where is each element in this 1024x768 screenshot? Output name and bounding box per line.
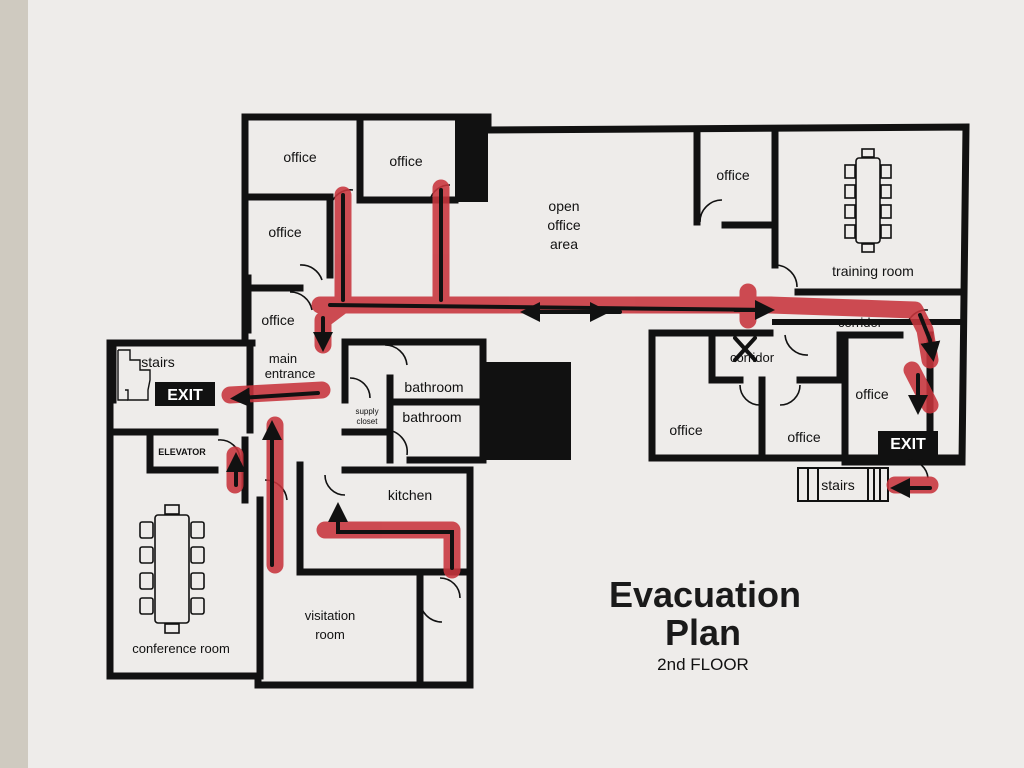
label-corridor-middle: corridor [730,350,775,365]
label-main-entrance-1: main [269,351,297,366]
label-office-lower-right-b: office [855,386,888,402]
exit-sign-right [878,431,938,455]
title-evacuation: Evacuation [609,574,801,615]
wall-background [0,0,28,768]
label-office-left-second: office [268,224,301,240]
label-open-office-3: area [550,236,578,252]
label-supply-closet-2: closet [357,417,379,426]
label-bathroom-lower: bathroom [402,409,461,425]
floor-label: 2nd FLOOR [657,655,749,674]
label-office-top-right: office [716,167,749,183]
label-open-office-2: office [547,217,580,233]
label-training-room: training room [832,263,914,279]
label-office-lower-right-a: office [787,429,820,445]
title-plan: Plan [665,612,741,653]
label-corridor-right: corridor [838,315,883,330]
exit-sign-left [155,382,215,406]
conference-table [139,504,205,634]
label-exit-right: EXIT [890,436,926,453]
evacuation-route-arrows [226,188,941,570]
training-table [844,148,892,253]
label-visitation-room-1: visitation [305,608,356,623]
label-elevator: ELEVATOR [158,447,206,457]
label-main-entrance-2: entrance [265,366,316,381]
label-office-left-third: office [261,312,294,328]
shaft-top [455,117,488,202]
label-office-lower-middle: office [669,422,702,438]
label-exit-left: EXIT [167,387,203,404]
label-bathroom-upper: bathroom [404,379,463,395]
label-office-top-left: office [283,149,316,165]
label-supply-closet-1: supply [355,407,378,416]
label-kitchen: kitchen [388,487,432,503]
label-stairs-left: stairs [141,354,174,370]
shaft-center [483,362,571,460]
label-stairs-right: stairs [821,477,854,493]
label-open-office-1: open [548,198,579,214]
label-conference-room: conference room [132,641,230,656]
label-office-top-middle: office [389,153,422,169]
stairs-left-steps [117,349,151,401]
label-visitation-room-2: room [315,627,345,642]
